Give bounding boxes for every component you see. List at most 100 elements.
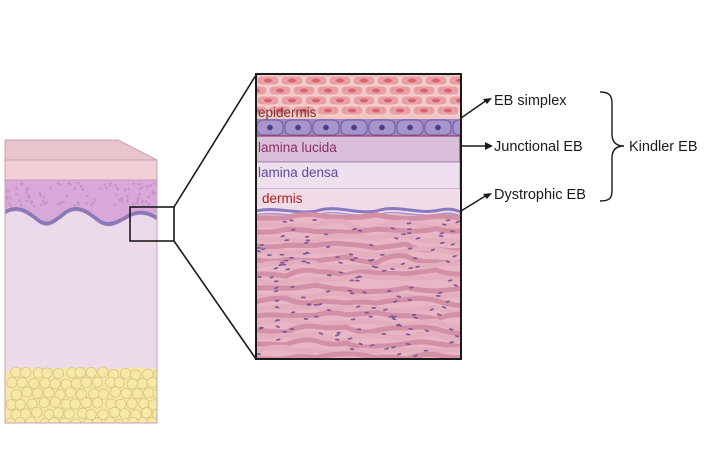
fibroblast-nucleus: [369, 258, 375, 262]
fibroblast-nucleus: [305, 261, 311, 264]
epidermis-cell: [256, 85, 268, 96]
fibroblast-nucleus: [338, 271, 344, 274]
cell-nucleus: [360, 78, 368, 83]
fibroblast-nucleus: [282, 330, 288, 333]
fat-cell: [138, 398, 150, 410]
fibroblast-nucleus: [448, 328, 454, 331]
fibroblast-nucleus: [390, 227, 396, 230]
collagen-fiber: [256, 317, 461, 330]
collagen-fiber: [256, 351, 461, 359]
fat-cell: [16, 377, 28, 389]
fibroblast-nucleus: [303, 318, 309, 320]
label-dystrophic-eb: Dystrophic EB: [494, 187, 586, 203]
fibroblast-nucleus: [383, 308, 388, 311]
fat-cell: [25, 416, 37, 423]
fibroblast-nucleus: [334, 338, 340, 341]
label-junctional-eb: Junctional EB: [494, 139, 583, 155]
fat-cell: [69, 398, 81, 410]
fat-cell: [113, 377, 125, 389]
fibroblast-nucleus: [405, 343, 411, 346]
fibroblast-nucleus: [445, 260, 451, 263]
fibroblast-nucleus: [439, 241, 445, 244]
fibroblast-nucleus: [257, 276, 262, 279]
fat-cell: [52, 367, 65, 380]
fibroblast-nucleus: [256, 246, 261, 249]
fat-cell: [85, 366, 97, 379]
cell-nucleus: [300, 108, 308, 113]
label-epidermis: epidermis: [258, 105, 317, 120]
cell-nucleus: [384, 78, 392, 83]
cell-nucleus: [432, 78, 440, 83]
fibroblast-nucleus: [368, 244, 374, 247]
fibroblast-nucleus: [336, 331, 342, 334]
epidermis-cell: [460, 88, 461, 93]
fat-cell: [10, 366, 22, 378]
kindler-brace: [599, 91, 625, 202]
cell-nucleus: [396, 108, 404, 113]
fibroblast-nucleus: [408, 267, 414, 270]
fat-cell: [97, 366, 109, 378]
cell-nucleus: [456, 98, 461, 103]
fibroblast-nucleus: [396, 352, 402, 356]
fibroblast-nucleus: [260, 248, 266, 251]
fat-cell: [126, 378, 138, 390]
fibroblast-nucleus: [304, 235, 310, 238]
fibroblast-nucleus: [445, 300, 451, 303]
fat-cell: [59, 417, 71, 423]
cell-nucleus: [408, 78, 416, 83]
collagen-fiber: [256, 211, 461, 222]
fat-cell: [153, 369, 157, 380]
fibroblast-nucleus: [318, 332, 324, 335]
label-dermis: dermis: [262, 191, 303, 206]
fibroblast-nucleus: [415, 237, 421, 240]
cell-nucleus: [336, 78, 344, 83]
fibroblast-nucleus: [352, 228, 357, 231]
fat-cell: [52, 407, 64, 419]
fibroblast-nucleus: [305, 239, 311, 242]
fibroblast-nucleus: [356, 328, 362, 331]
collagen-fiber: [256, 282, 461, 295]
collagen-fiber: [256, 331, 461, 344]
fibroblast-nucleus: [435, 295, 441, 297]
fibroblast-nucleus: [407, 228, 412, 231]
fat-cell: [14, 398, 26, 411]
cell-nucleus: [288, 98, 296, 103]
fibroblast-nucleus: [401, 233, 407, 236]
collagen-fiber: [256, 240, 461, 254]
fibroblast-nucleus: [291, 228, 296, 231]
fat-cell: [97, 408, 109, 420]
dermis-fibers: [256, 211, 461, 359]
fibroblast-nucleus: [274, 306, 280, 309]
fibroblast-nucleus: [439, 232, 445, 235]
fibroblast-nucleus: [275, 325, 281, 328]
fibroblast-nucleus: [273, 267, 279, 270]
fat-cell: [43, 386, 55, 399]
epidermis-cells: [256, 74, 461, 120]
cell-nucleus: [312, 98, 320, 103]
fibroblast-nucleus: [393, 300, 398, 303]
basal-nucleus: [463, 125, 469, 131]
fibroblast-nucleus: [284, 239, 290, 242]
fibroblast-nucleus: [430, 248, 436, 251]
fibroblast-nucleus: [391, 346, 396, 349]
fibroblast-nucleus: [447, 279, 453, 282]
fat-cell: [63, 408, 75, 420]
fat-cell: [131, 388, 143, 400]
zoom-panel-frame: [255, 73, 462, 360]
fibroblast-nucleus: [348, 253, 354, 256]
fibroblast-nucleus: [384, 347, 390, 350]
fibroblast-nucleus: [364, 311, 370, 314]
fat-cell: [115, 398, 127, 410]
fibroblast-nucleus: [413, 316, 419, 319]
lamina-lucida-layer: [256, 135, 461, 163]
fibroblast-nucleus: [362, 291, 367, 294]
fibroblast-nucleus: [258, 327, 264, 330]
fat-cell: [49, 378, 61, 390]
fibroblast-nucleus: [354, 279, 360, 282]
fibroblast-nucleus: [436, 313, 442, 316]
cell-nucleus: [300, 88, 308, 93]
fat-cell: [152, 388, 157, 400]
basal-nucleus: [379, 124, 385, 131]
fat-cell: [21, 386, 33, 398]
fibroblast-nucleus: [349, 258, 355, 262]
